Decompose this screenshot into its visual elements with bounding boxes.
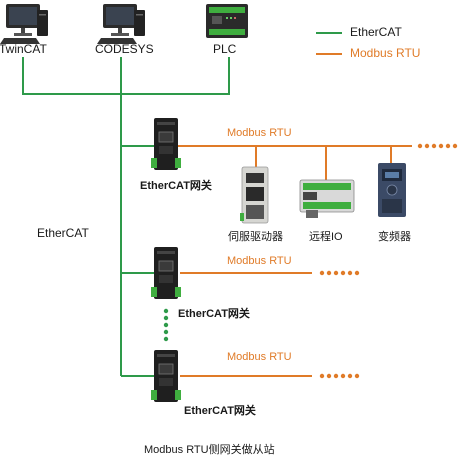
modbus-lines — [178, 145, 412, 377]
computer-icon — [0, 4, 48, 44]
legend-modbus-label: Modbus RTU — [350, 46, 421, 60]
master-label-plc: PLC — [213, 42, 237, 56]
diagram-caption: Modbus RTU侧网关做从站 — [144, 444, 275, 456]
slave-label-inverter: 变频器 — [378, 231, 411, 243]
remote-io-icon — [299, 179, 355, 218]
slave-label-remote-io: 远程IO — [309, 231, 343, 243]
gateway-2-link-label: Modbus RTU — [227, 255, 292, 267]
gateway-1-label: EtherCAT网关 — [140, 180, 212, 192]
slave-label-servo: 伺服驱动器 — [228, 231, 283, 243]
master-label-codesys: CODESYS — [95, 42, 154, 56]
gateway-3-label: EtherCAT网关 — [184, 405, 256, 417]
gateway-3-link-label: Modbus RTU — [227, 351, 292, 363]
gateway-device-2 — [151, 247, 181, 299]
bus-label: EtherCAT — [37, 226, 89, 240]
plc-icon — [206, 4, 248, 38]
gateway-1-link-label: Modbus RTU — [227, 127, 292, 139]
legend-ethercat-label: EtherCAT — [350, 25, 402, 39]
ethercat-lines — [22, 57, 230, 377]
ethercat-chain-dots — [163, 308, 169, 342]
legend — [316, 32, 342, 55]
servo-drive-icon — [240, 166, 269, 224]
inverter-icon — [378, 163, 406, 217]
master-label-twincat: TwinCAT — [0, 42, 47, 56]
gateway-2-label: EtherCAT网关 — [178, 308, 250, 320]
computer-icon — [97, 4, 145, 44]
gateway-device-3 — [151, 350, 181, 402]
modbus-continuation-dots — [319, 143, 458, 379]
gateway-device-1 — [151, 118, 181, 170]
